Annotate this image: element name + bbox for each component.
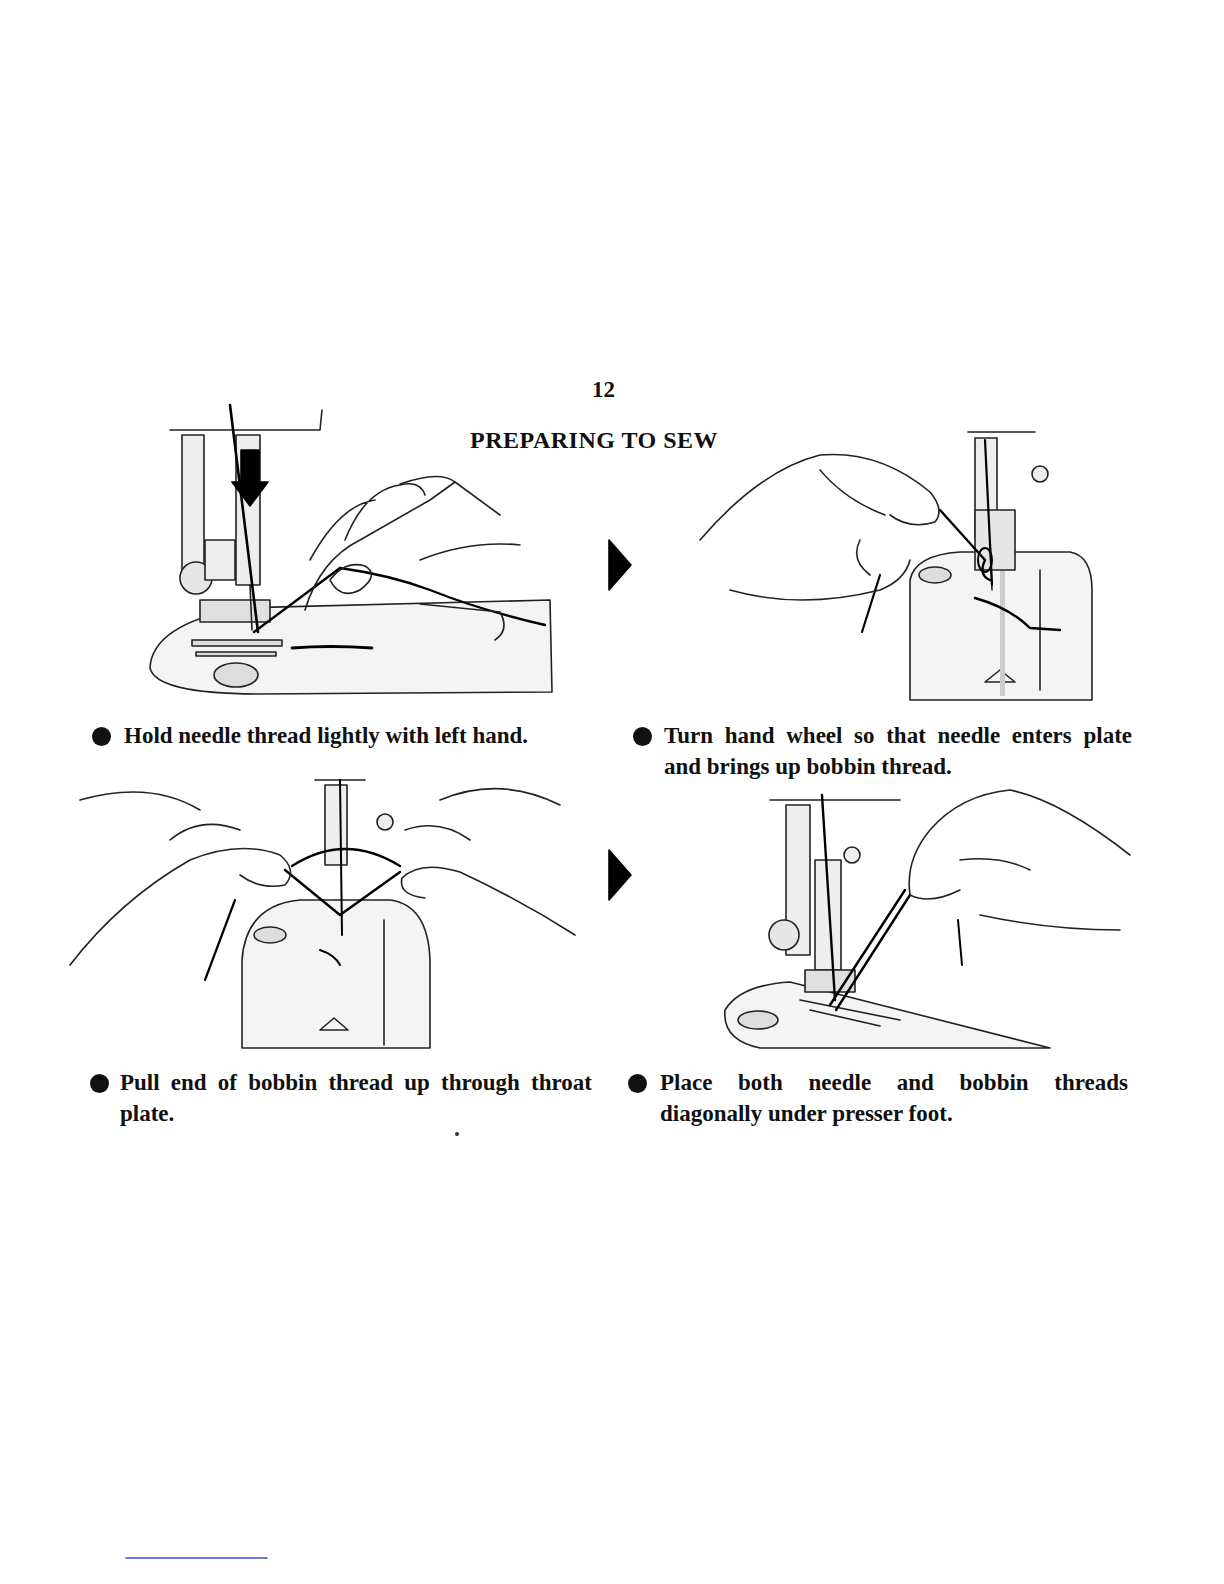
- bullet-dot: [628, 1074, 647, 1093]
- step-caption: Turn hand wheel so that needle enters pl…: [664, 720, 1132, 782]
- panel-bring-up-bobbin: [700, 432, 1092, 700]
- page-number: 12: [592, 377, 615, 403]
- step-arrow: [609, 850, 631, 900]
- bullet-dot: [633, 727, 652, 746]
- underline-mark: [126, 1557, 267, 1559]
- panel-pull-bobbin: [70, 780, 575, 1048]
- page-title: PREPARING TO SEW: [470, 427, 718, 454]
- panel-threads-under-foot: [725, 790, 1130, 1048]
- bullet-dot: [90, 1074, 109, 1093]
- step-arrow: [609, 540, 631, 590]
- bullet-dot: [92, 727, 111, 746]
- step-caption: Place both needle and bobbin threads dia…: [660, 1067, 1128, 1129]
- step-caption: Pull end of bobbin thread up through thr…: [120, 1067, 592, 1129]
- speck: [455, 1132, 459, 1136]
- step-caption: Hold needle thread lightly with left han…: [124, 720, 594, 751]
